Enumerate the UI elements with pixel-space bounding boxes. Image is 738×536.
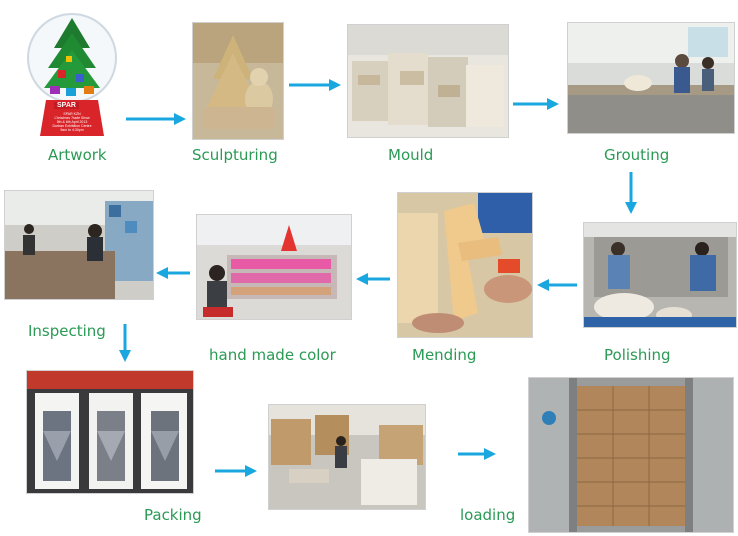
sculpturing-photo <box>192 22 284 140</box>
step-label-polishing: Polishing <box>604 346 671 364</box>
arrow-left-icon <box>356 273 390 285</box>
step-label-grouting: Grouting <box>604 146 670 164</box>
hand-made-color-photo <box>196 214 352 320</box>
step-label-artwork: Artwork <box>48 146 107 164</box>
arrow-left-icon <box>156 267 190 279</box>
loading-container-photo <box>528 377 734 533</box>
arrow-right-icon <box>458 448 496 460</box>
step-label-mould: Mould <box>388 146 434 164</box>
arrow-right-icon <box>289 79 341 91</box>
artwork-caption-5: 9am to 4:30pm <box>60 128 84 132</box>
step-label-loading: loading <box>460 506 516 524</box>
arrow-down-icon <box>625 172 637 214</box>
arrow-right-icon <box>126 113 186 125</box>
arrow-left-icon <box>537 279 577 291</box>
packing-photo <box>26 370 194 494</box>
polishing-photo <box>583 222 737 328</box>
step-label-sculpturing: Sculpturing <box>192 146 278 164</box>
grouting-photo <box>567 22 735 134</box>
artwork-caption-2: Christmas Trade Show <box>54 116 90 120</box>
inspecting-photo <box>4 190 154 300</box>
artwork-brand: SPAR <box>54 102 79 109</box>
step-label-hand-made-color: hand made color <box>209 346 336 364</box>
packing-warehouse-photo <box>268 404 426 510</box>
mould-photo <box>347 24 509 138</box>
artwork-caption-3: 5th & 6th April 2013 <box>56 120 88 124</box>
arrow-down-icon <box>119 324 131 362</box>
artwork-caption-1: SPAR KZN <box>63 112 81 116</box>
step-label-inspecting: Inspecting <box>28 322 106 340</box>
step-label-packing: Packing <box>144 506 202 524</box>
mending-photo <box>397 192 533 338</box>
artwork-caption-4: Durban Exhibition Centre <box>52 124 92 128</box>
artwork-image: SPAR SPAR KZN Christmas Trade Show 5th &… <box>24 8 120 138</box>
arrow-right-icon <box>215 465 257 477</box>
arrow-right-icon <box>513 98 559 110</box>
step-label-mending: Mending <box>412 346 477 364</box>
